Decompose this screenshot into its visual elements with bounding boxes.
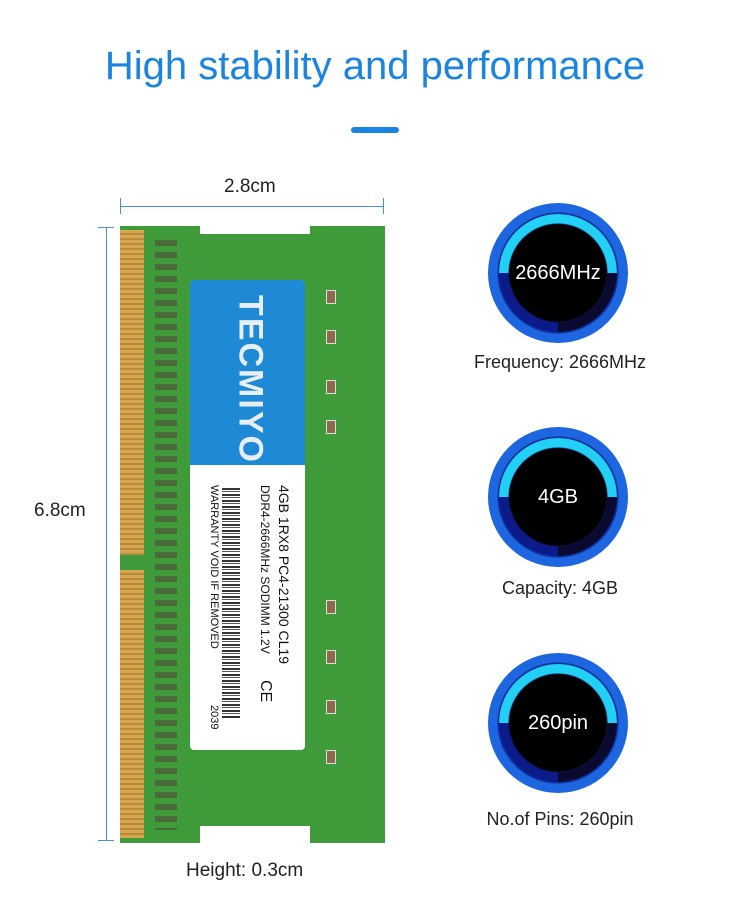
height-dimension: Height: 0.3cm — [186, 860, 304, 881]
barcode — [222, 488, 240, 718]
length-dimension: 6.8cm — [34, 500, 86, 521]
label-line3: WARRANTY VOID IF REMOVED — [208, 485, 220, 649]
gauge-ring — [499, 664, 617, 782]
frequency-caption: Frequency: 2666MHz — [473, 352, 647, 372]
component — [326, 420, 336, 434]
component — [326, 750, 336, 764]
label-line2: DDR4-2666MHz SODIMM 1.2V — [258, 485, 272, 654]
width-cap — [383, 198, 384, 214]
component — [326, 600, 336, 614]
capacity-value: 4GB — [537, 486, 579, 508]
label-line1: 4GB 1RX8 PC4-21300 CL19 — [276, 485, 292, 664]
component — [326, 650, 336, 664]
pins-badge: 260pin — [488, 653, 628, 793]
ce-mark: CE — [257, 680, 274, 703]
pins-value: 260pin — [527, 712, 589, 734]
label-code: 2039 — [208, 705, 220, 730]
pins-caption: No.of Pins: 260pin — [486, 809, 634, 829]
width-dimension: 2.8cm — [224, 176, 276, 197]
width-cap — [120, 198, 121, 214]
gold-pins — [120, 570, 144, 838]
component — [326, 290, 336, 304]
length-cap — [98, 227, 114, 228]
page-title: High stability and performance — [104, 44, 646, 88]
capacity-badge: 4GB — [488, 427, 628, 567]
component — [326, 700, 336, 714]
length-cap — [98, 840, 114, 841]
module-label: TECMIYO 4GB 1RX8 PC4-21300 CL19 DDR4-266… — [190, 280, 305, 750]
frequency-value: 2666MHz — [515, 262, 601, 284]
brand-logo: TECMIYO — [231, 295, 270, 464]
frequency-badge: 2666MHz — [488, 203, 628, 343]
gauge-ring — [499, 438, 617, 556]
component — [326, 380, 336, 394]
length-line — [106, 227, 107, 841]
width-line — [120, 206, 384, 207]
title-underline — [351, 127, 399, 133]
capacity-caption: Capacity: 4GB — [501, 578, 619, 598]
label-brand-area — [190, 280, 305, 465]
gold-pins — [120, 230, 144, 555]
gauge-ring — [499, 214, 617, 332]
component — [326, 330, 336, 344]
components — [155, 240, 177, 830]
